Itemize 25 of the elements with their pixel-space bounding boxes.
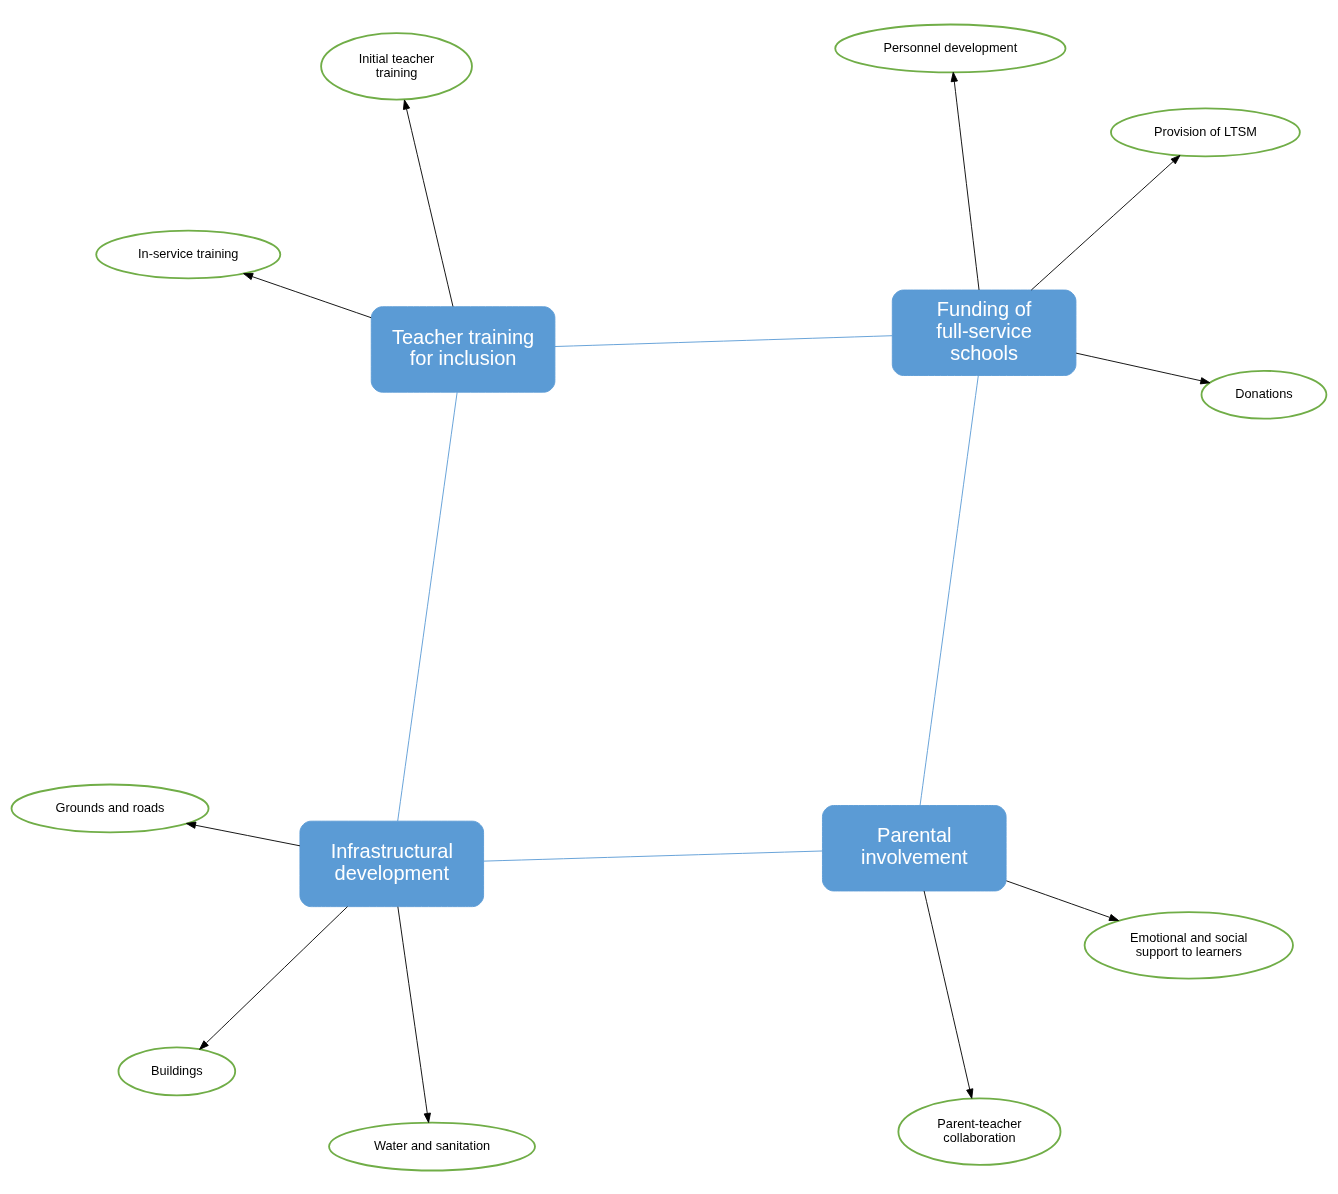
node-box: Funding of full-service schools [891,289,1077,376]
connector [483,850,823,862]
node-ellipse: Grounds and roads [10,783,210,833]
node-ellipse: Personnel development [834,23,1067,73]
arrow [1030,154,1181,290]
node-ellipse: Water and sanitation [328,1121,536,1171]
connector [397,391,458,821]
node-box: Infrastructural development [299,820,485,907]
arrow [1006,879,1119,921]
arrow [199,905,348,1050]
arrow [243,272,372,318]
connector [554,334,893,347]
arrow [186,821,301,846]
arrow [1075,352,1211,384]
node-ellipse: Initial teacher training [320,31,473,100]
node-ellipse: Buildings [117,1046,237,1096]
node-box: Teacher training for inclusion [370,305,556,393]
arrow [950,71,980,290]
node-ellipse: Parent-teacher collaboration [897,1097,1062,1166]
arrow [397,905,431,1123]
connector [919,374,979,806]
node-ellipse: Provision of LTSM [1110,107,1301,157]
arrow [402,99,454,307]
arrow [923,890,974,1099]
node-box: Parental involvement [822,804,1007,891]
